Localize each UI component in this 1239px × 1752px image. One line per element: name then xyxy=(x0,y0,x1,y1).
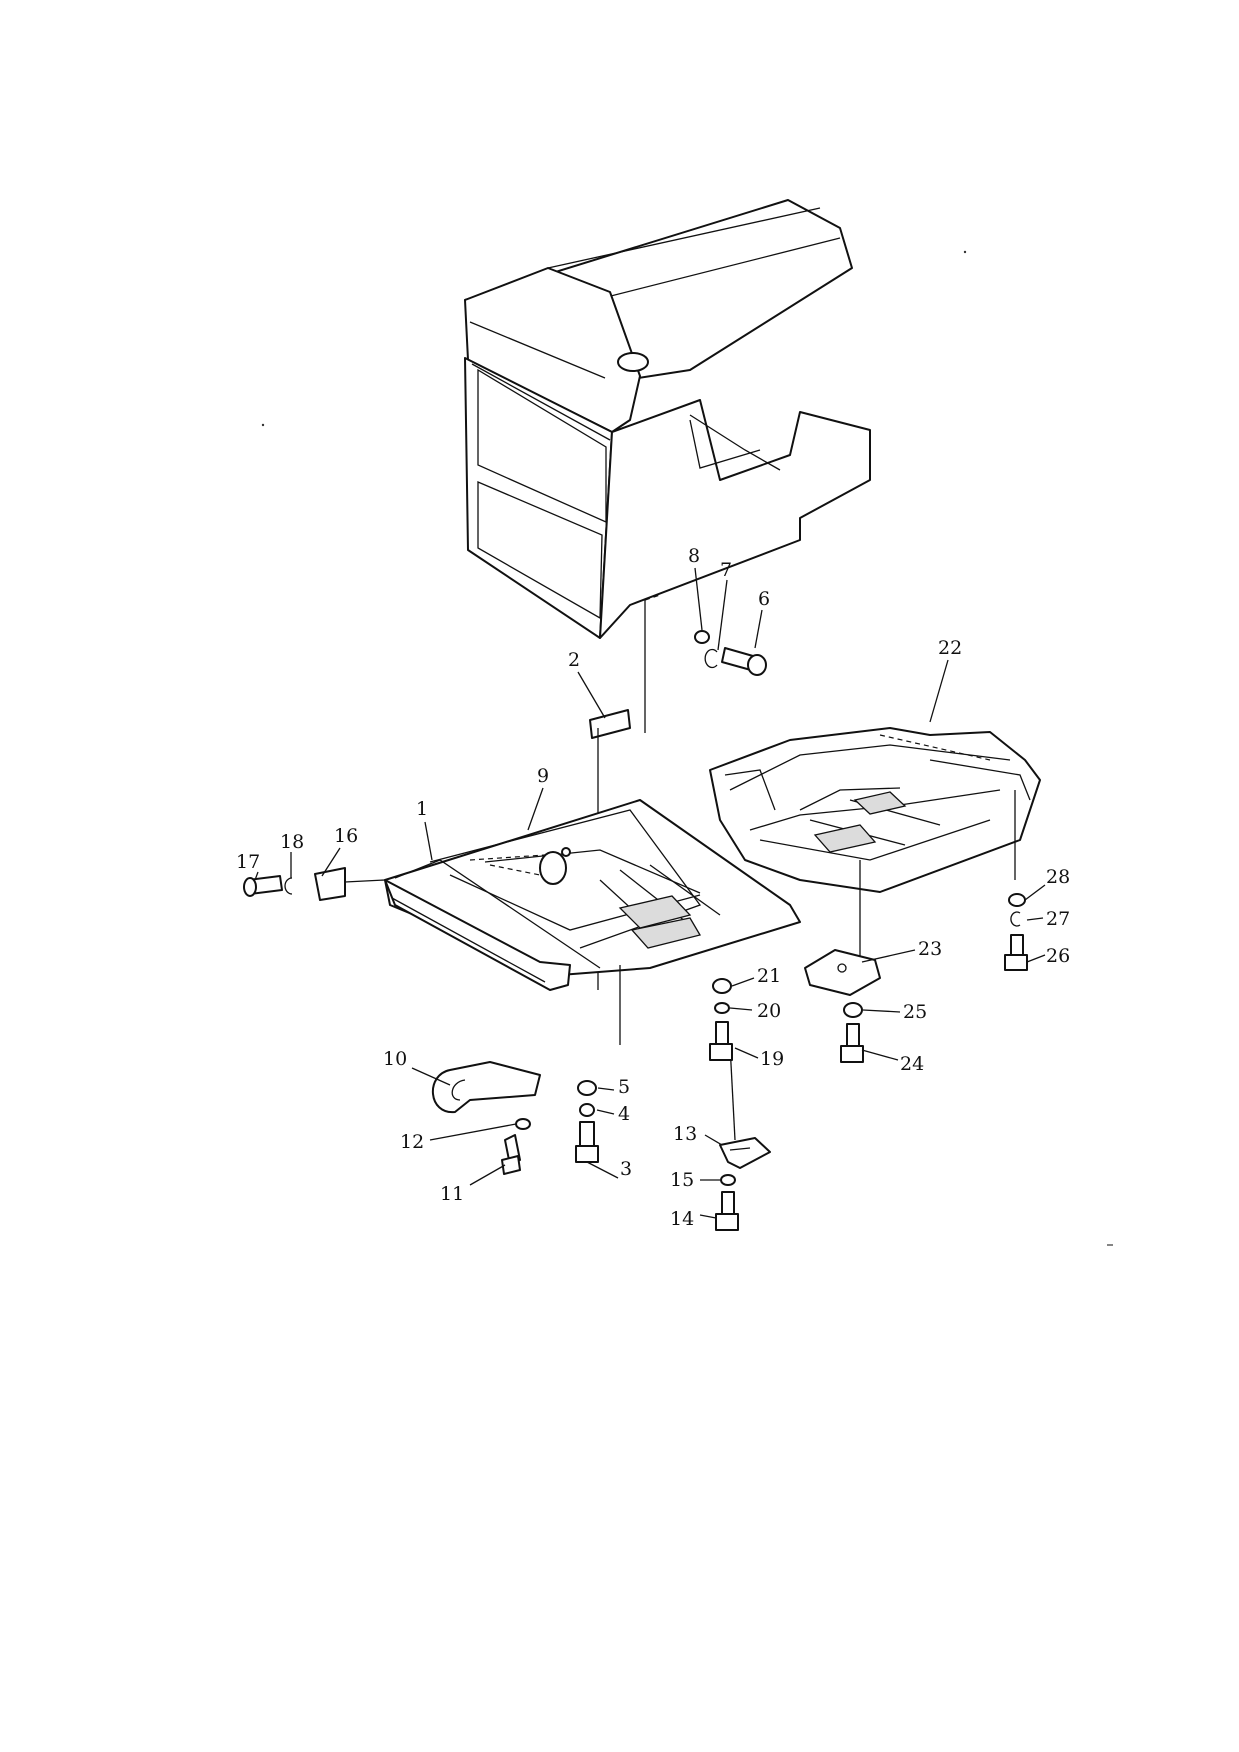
callout-9: 9 xyxy=(537,765,549,787)
bolt-part-6 xyxy=(721,647,767,676)
bolt-part-17 xyxy=(243,875,283,897)
floor-pan-part-22 xyxy=(709,727,1041,970)
tow-hook-part-10 xyxy=(432,1061,541,1114)
washer-part-8 xyxy=(694,630,710,644)
washer-part-21 xyxy=(712,978,732,994)
callout-11: 11 xyxy=(440,1183,464,1205)
callout-16: 16 xyxy=(334,825,358,847)
callout-27: 27 xyxy=(1046,908,1070,930)
bolt-part-19 xyxy=(709,1021,733,1061)
floor-frame-assembly xyxy=(384,799,801,1045)
callout-26: 26 xyxy=(1046,945,1070,967)
callout-19: 19 xyxy=(760,1048,784,1070)
washer-part-18 xyxy=(284,877,293,895)
callout-13: 13 xyxy=(673,1123,697,1145)
callout-5: 5 xyxy=(618,1076,630,1098)
callout-25: 25 xyxy=(903,1001,927,1023)
callout-2: 2 xyxy=(568,649,580,671)
callout-1: 1 xyxy=(416,798,428,820)
washer-part-15 xyxy=(720,1174,736,1186)
bracket-part-13 xyxy=(719,1044,771,1169)
bolt-part-14 xyxy=(715,1191,739,1231)
washer-part-27 xyxy=(1010,911,1021,927)
bolt-part-11 xyxy=(501,1134,521,1175)
callout-24: 24 xyxy=(900,1053,924,1075)
callout-10: 10 xyxy=(383,1048,407,1070)
callout-23: 23 xyxy=(918,938,942,960)
callout-17: 17 xyxy=(236,851,260,873)
callout-22: 22 xyxy=(938,637,962,659)
callout-3: 3 xyxy=(620,1158,632,1180)
bolt-part-3 xyxy=(575,1121,599,1163)
washer-part-25 xyxy=(843,1002,863,1018)
callout-12: 12 xyxy=(400,1131,424,1153)
washer-part-4 xyxy=(579,1103,595,1117)
callout-6: 6 xyxy=(758,588,770,610)
washer-part-12 xyxy=(515,1118,531,1130)
pad-part-16 xyxy=(314,867,386,901)
callout-7: 7 xyxy=(720,559,732,581)
filler-cap-icon xyxy=(617,352,649,372)
callout-21: 21 xyxy=(757,965,781,987)
washer-part-5 xyxy=(577,1080,597,1096)
washer-part-20 xyxy=(714,1002,730,1014)
bolt-part-24 xyxy=(840,1023,864,1063)
callout-20: 20 xyxy=(757,1000,781,1022)
callout-4: 4 xyxy=(618,1103,630,1125)
leader-lines xyxy=(254,567,1046,1219)
callout-labels: 1 2 3 4 5 6 7 8 9 10 11 12 13 14 15 16 1… xyxy=(236,545,1070,1230)
washer-part-7 xyxy=(704,648,718,669)
plate-part-23 xyxy=(804,949,881,996)
callout-28: 28 xyxy=(1046,866,1070,888)
callout-18: 18 xyxy=(280,831,304,853)
washer-part-28 xyxy=(1008,893,1026,907)
bolt-part-26 xyxy=(1004,934,1028,971)
callout-14: 14 xyxy=(670,1208,694,1230)
callout-15: 15 xyxy=(670,1169,694,1191)
callout-8: 8 xyxy=(688,545,700,567)
hood-assembly xyxy=(464,199,871,733)
